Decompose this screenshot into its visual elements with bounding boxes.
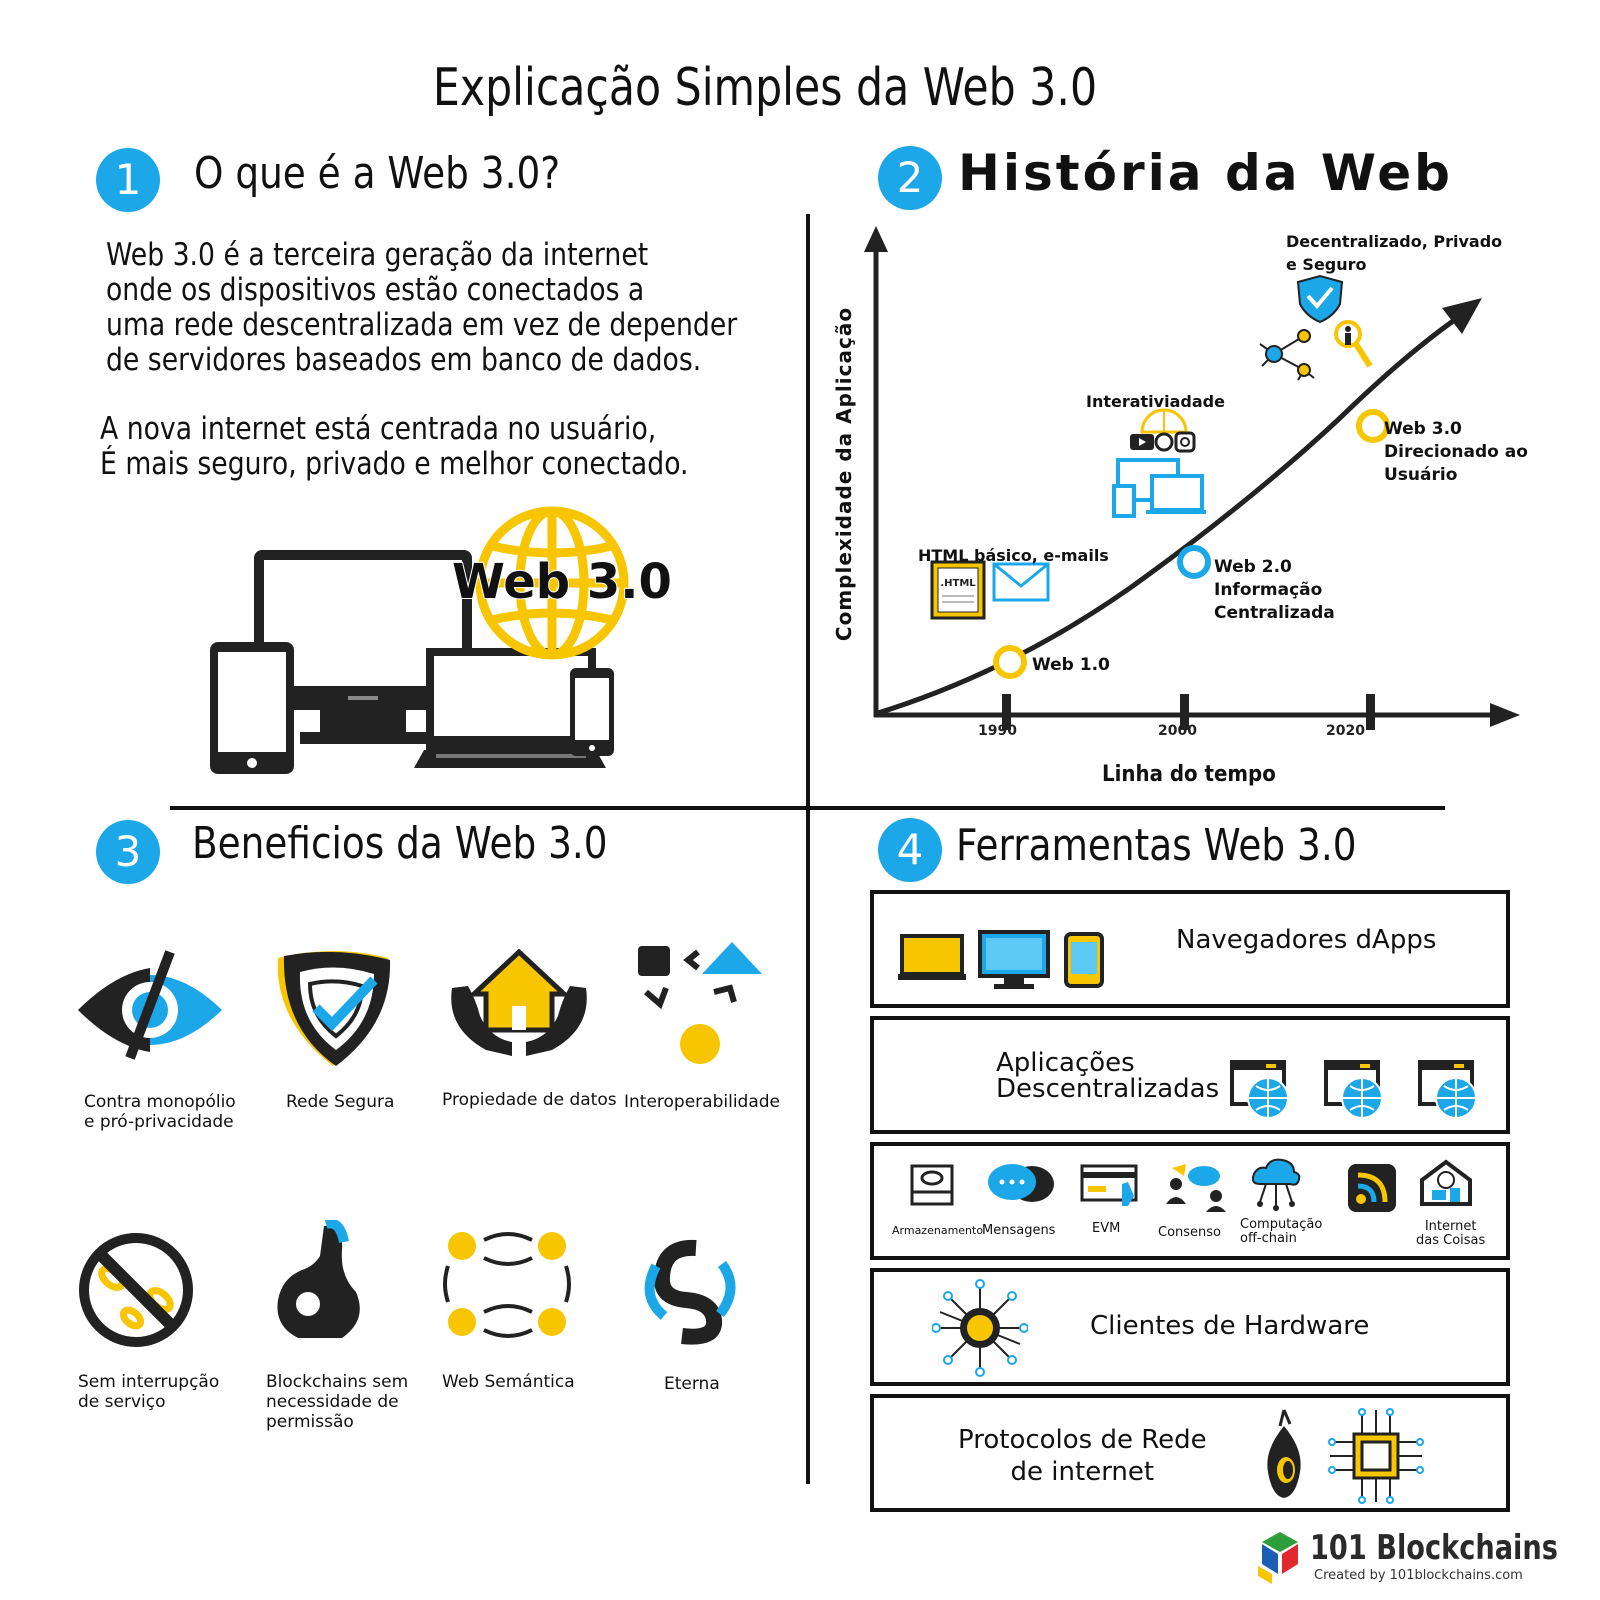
svg-text:.HTML: .HTML [940,578,976,589]
tool-services: Armazenamento Mensagens EVM Consenso Com… [870,1142,1510,1260]
service-label-storage: Armazenamento [892,1224,984,1237]
benefit-label-2: Rede Segura [286,1092,395,1112]
user-search-icon [1334,320,1373,368]
web1-point [993,645,1027,679]
service-label-consensus: Consenso [1158,1225,1222,1240]
dapp-window-icon [1418,1060,1477,1119]
year-tick-2000 [1180,694,1189,730]
benefit-label-3: Propiedade de datos [442,1090,617,1110]
page-title: Explicação Simples da Web 3.0 [432,58,1098,118]
web1-feature: HTML básico, e-mails [918,546,1109,565]
dapp-window-icon [1230,1060,1289,1119]
tool-hardware: Clientes de Hardware [870,1268,1510,1386]
processor-icon [1328,1408,1424,1504]
web2-feature: Interativiadade [1086,392,1225,411]
x-axis [874,703,1520,727]
consensus-icon [1166,1164,1226,1212]
intro-paragraph-1: Web 3.0 é a terceira geração da internet… [106,237,738,378]
devices-illustration [210,550,614,774]
horizontal-divider [170,806,1445,810]
web3-label: Web 3.0 Direcionado ao Usuário [1384,419,1528,485]
tool-protocols: Protocolos de Rede de internet [870,1394,1510,1512]
cloud-icon [1251,1158,1301,1211]
chat-icon [988,1164,1054,1202]
interactivity-icons [1112,408,1206,518]
iot-house-icon [1420,1159,1472,1206]
protocols-label: Protocolos de Rede de internet [958,1425,1207,1487]
semantic-cycle-icon [443,1232,571,1338]
web3-logo-text: Web 3.0 [451,553,673,611]
hardware-label: Clientes de Hardware [1090,1311,1370,1341]
rss-icon [1348,1164,1396,1212]
dapps-label: Aplicações Descentralizadas [996,1048,1220,1104]
web3-feature: Decentralizado, Privado e Seguro [1286,232,1503,274]
shield-check-icon [277,951,391,1066]
web2-label: Web 2.0 Informação Centralizada [1214,557,1335,623]
year-tick-2020 [1366,694,1375,730]
section-1-number: 1 [96,148,160,212]
browser-devices-icon [898,930,1104,989]
onion-network-icon [1267,1409,1301,1498]
section-2-number: 2 [878,146,942,210]
benefit-label-1: Contra monopólio e pró-privacidade [84,1092,236,1132]
x-axis-label: Linha do tempo [1102,762,1276,787]
y-axis [864,226,888,717]
brand-logo-icon [1258,1532,1298,1584]
section-3-title: Beneficios da Web 3.0 [192,818,608,869]
year-label-1990: 1990 [978,723,1017,739]
section-4-title: Ferramentas Web 3.0 [956,820,1357,871]
service-label-iot: Internet das Coisas [1416,1219,1486,1248]
dapp-window-icon [1324,1060,1383,1119]
brand-name: 101 Blockchains [1310,1528,1558,1568]
section-2-title: História da Web [958,144,1453,202]
house-hands-icon [451,948,587,1056]
network-nodes-icon [1259,329,1315,381]
phone-icon [570,668,614,756]
year-tick-1990 [1002,694,1011,730]
brand-subtitle: Created by 101blockchains.com [1314,1568,1523,1583]
ok-hand-icon [277,1220,360,1338]
tool-browsers: Navegadores dApps [870,890,1510,1008]
browsers-label: Navegadores dApps [1176,925,1437,955]
web1-label: Web 1.0 [1032,655,1110,675]
card-icon [1080,1164,1138,1206]
section-1-title: O que é a Web 3.0? [194,148,561,199]
section-3-number: 3 [96,820,160,884]
y-axis-label: Complexidade da Aplicação [832,306,856,642]
year-label-2000: 2000 [1158,723,1197,739]
web2-point [1177,545,1211,579]
web3-point [1356,409,1390,443]
service-label-offchain: Computação off-chain [1240,1217,1323,1246]
eye-slash-icon [78,950,222,1060]
intro-paragraph-2: A nova internet está centrada no usuário… [100,411,689,482]
service-label-messages: Mensagens [982,1223,1056,1238]
security-shield-icon [1296,274,1344,324]
html-document-icon: .HTML [930,560,986,620]
history-chart: .HTML 1990 2000 2020 [864,226,1520,739]
shapes-icon [638,942,762,1064]
no-chain-icon [79,1233,193,1347]
laptop-icon [414,648,606,768]
benefit-label-4: Interoperabilidade [624,1092,781,1112]
benefit-label-6: Blockchains sem necessidade de permissão [266,1372,409,1432]
dapp-window-icons [1230,1060,1477,1119]
infinity-icon [644,1239,736,1345]
storage-icon [910,1164,954,1206]
benefit-label-5: Sem interrupção de serviço [78,1372,220,1412]
vertical-divider [806,214,810,1484]
tablet-icon [210,642,294,774]
benefit-label-7: Web Semántica [442,1372,575,1392]
year-label-2020: 2020 [1326,723,1365,739]
hardware-chip-icon [932,1279,1028,1377]
service-label-evm: EVM [1092,1221,1121,1236]
globe-icon [475,506,629,660]
email-icon [992,562,1050,602]
benefit-label-8: Eterna [664,1374,720,1394]
section-4-number: 4 [878,818,942,882]
tool-dapps: Aplicações Descentralizadas [870,1016,1510,1134]
